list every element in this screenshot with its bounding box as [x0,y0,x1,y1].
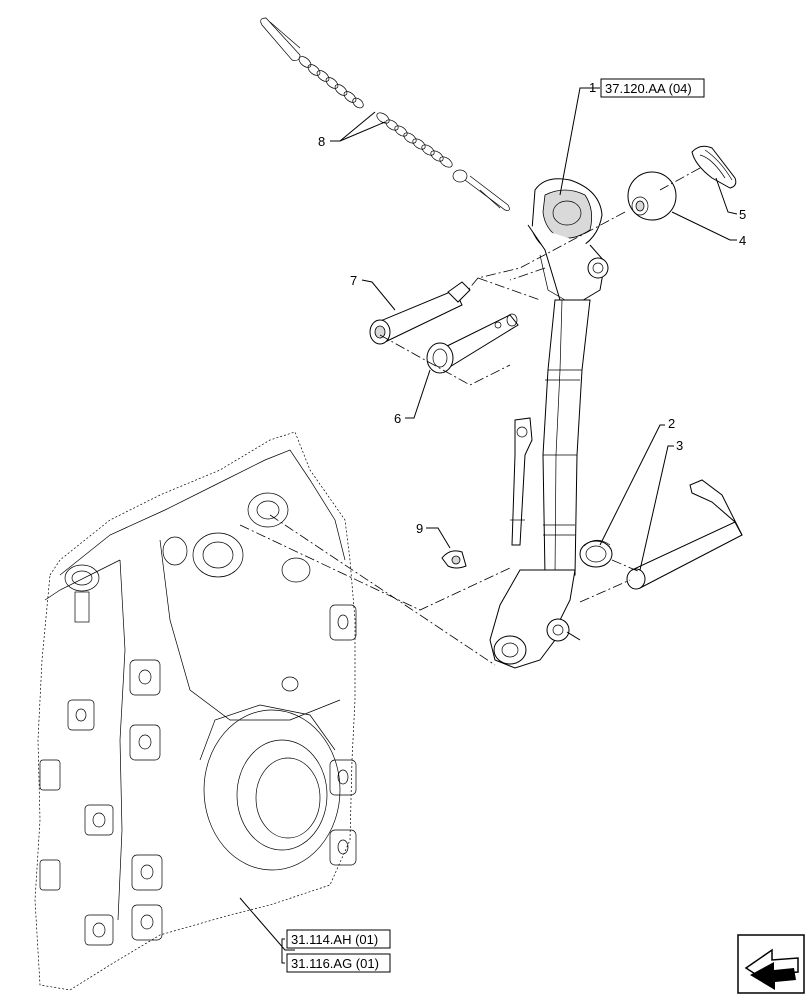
spring-ring-illustration [579,539,613,568]
callout-1: 1 [589,80,596,95]
pin-illustration [369,281,471,345]
small-clip-illustration [441,550,467,569]
reference-bottom-1[interactable]: 31.114.AH (01) [286,929,391,949]
rear-housing-illustration [34,431,357,991]
clip-illustration [691,145,737,189]
callout-9: 9 [416,521,423,536]
callout-7: 7 [350,273,357,288]
ball-illustration [627,171,677,221]
callout-2: 2 [668,416,675,431]
next-page-arrow-icon[interactable] [737,934,805,994]
reference-bottom-2-text: 31.116.AG (01) [291,956,379,971]
reference-bottom-1-text: 31.114.AH (01) [291,932,378,947]
reference-bottom-2[interactable]: 31.116.AG (01) [286,953,391,973]
reference-top-text: 37.120.AA (04) [605,81,692,96]
assembly-lines [239,167,701,666]
callout-3: 3 [676,438,683,453]
callout-8: 8 [318,134,325,149]
callout-5: 5 [739,207,746,222]
reference-top[interactable]: 37.120.AA (04) [600,78,705,98]
top-link-illustration [489,178,609,669]
callouts: 1 2 3 4 5 6 7 8 9 [318,80,746,536]
handle-pin-illustration [626,479,743,590]
pin-with-ring-illustration [426,313,519,374]
chain-illustration [260,17,510,211]
callout-4: 4 [739,233,746,248]
callout-6: 6 [394,411,401,426]
leader-lines [239,87,738,951]
